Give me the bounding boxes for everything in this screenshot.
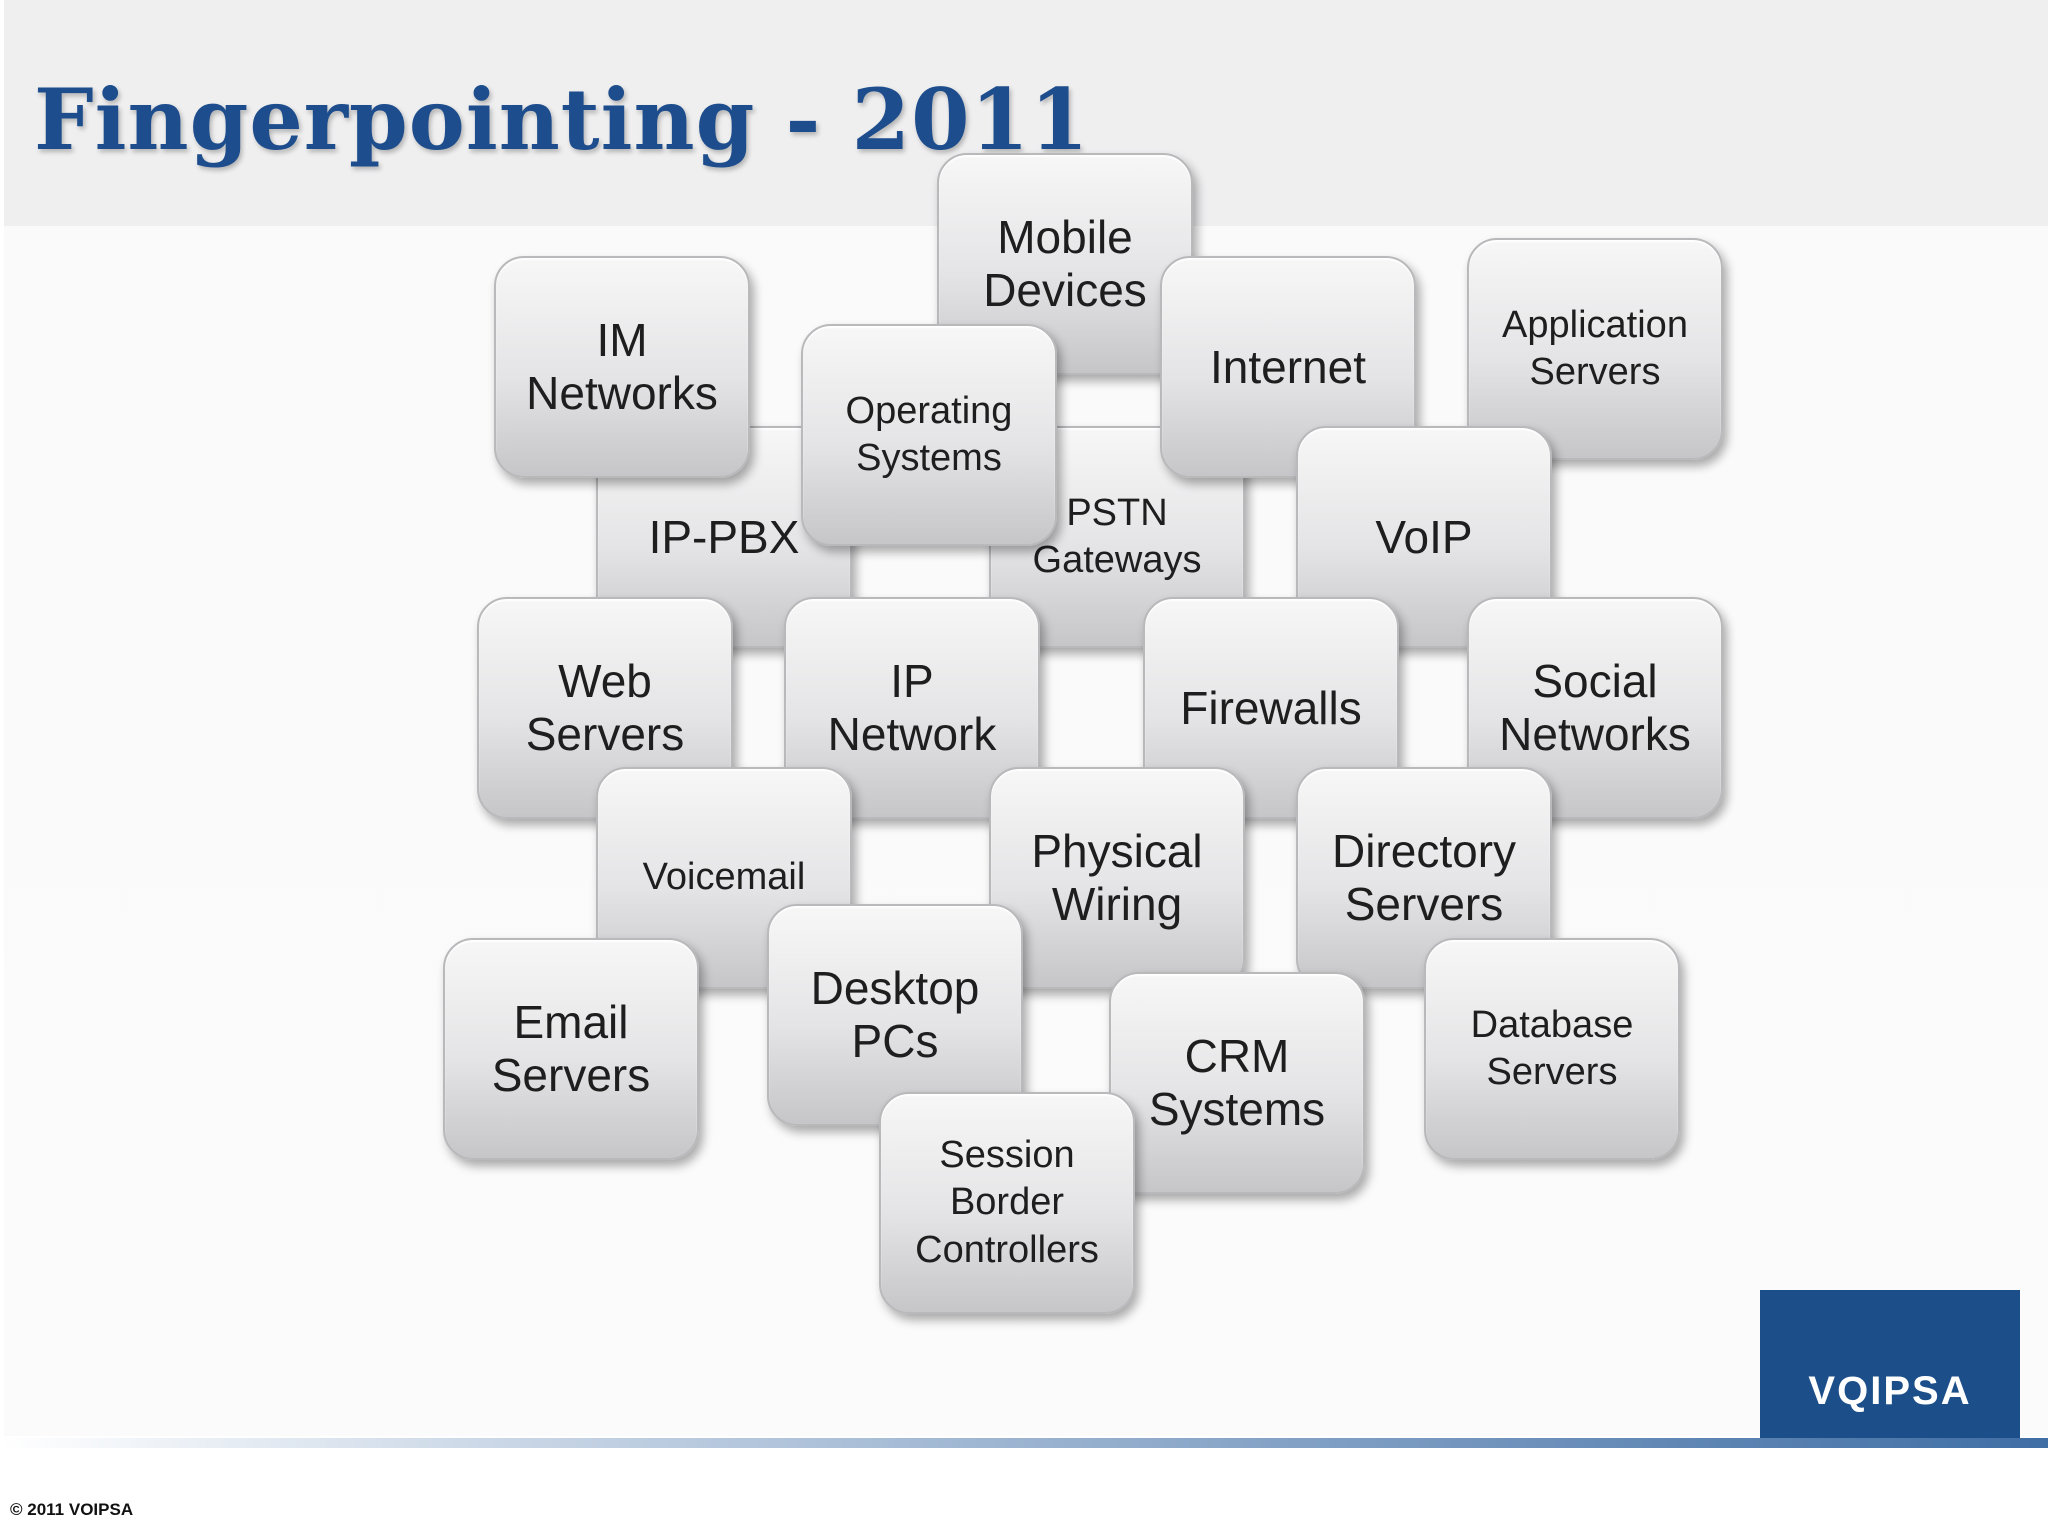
tile-session-border-controllers: Session Border Controllers <box>879 1092 1135 1314</box>
tile-database-servers: Database Servers <box>1424 938 1680 1160</box>
tile-application-servers: Application Servers <box>1467 238 1723 460</box>
tile-physical-wiring: Physical Wiring <box>989 767 1245 989</box>
tile-email-servers: Email Servers <box>443 938 699 1160</box>
logo-text: VQIPSA <box>1808 1369 1972 1413</box>
copyright-notice: © 2011 VOIPSA <box>10 1500 134 1519</box>
tile-internet: Internet <box>1160 256 1416 478</box>
footer-gradient-bar <box>0 1438 2048 1448</box>
tile-operating-systems: Operating Systems <box>801 324 1057 546</box>
tile-desktop-pcs: Desktop PCs <box>767 904 1023 1126</box>
tile-mobile-devices: Mobile Devices <box>937 153 1193 375</box>
tile-crm-systems: CRM Systems <box>1109 972 1365 1194</box>
tile-im-networks: IM Networks <box>494 256 750 478</box>
slide-title: Fingerpointing - 2011 <box>34 70 1090 169</box>
voipsa-logo: VQIPSA <box>1760 1290 2020 1440</box>
